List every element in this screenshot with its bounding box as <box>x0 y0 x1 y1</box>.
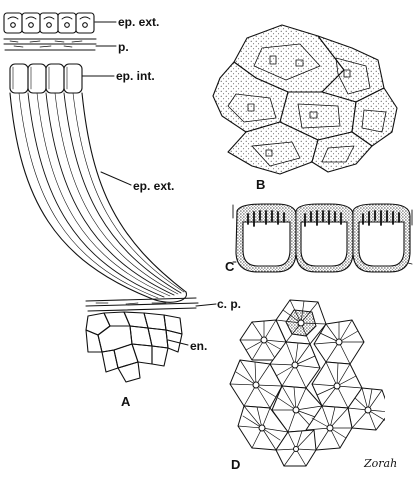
parenchyma-lines <box>4 39 96 50</box>
panel-letter-d: D <box>231 458 240 471</box>
panel-letter-c: C <box>225 260 234 273</box>
elongated-fibres <box>10 93 186 302</box>
panel-b-drawing <box>213 25 397 174</box>
panel-c-drawing <box>233 204 412 272</box>
label-outer-epidermis-fibres: ep. ext. <box>133 180 174 192</box>
endosperm-cells <box>86 312 182 382</box>
label-crushed-parenchyma: c. p. <box>217 298 241 310</box>
artist-signature: Zorah <box>364 458 397 469</box>
label-parenchyma: p. <box>118 41 129 53</box>
panel-letter-b: B <box>256 178 265 191</box>
panel-letter-a: A <box>121 395 130 408</box>
outer-epidermis-cells <box>4 13 94 33</box>
panel-a-drawing <box>4 13 198 382</box>
label-outer-epidermis: ep. ext. <box>118 16 159 28</box>
panel-d-drawing <box>230 300 390 466</box>
label-endosperm: en. <box>190 340 207 352</box>
inner-epidermis-cells <box>10 64 82 93</box>
label-inner-epidermis: ep. int. <box>116 70 155 82</box>
